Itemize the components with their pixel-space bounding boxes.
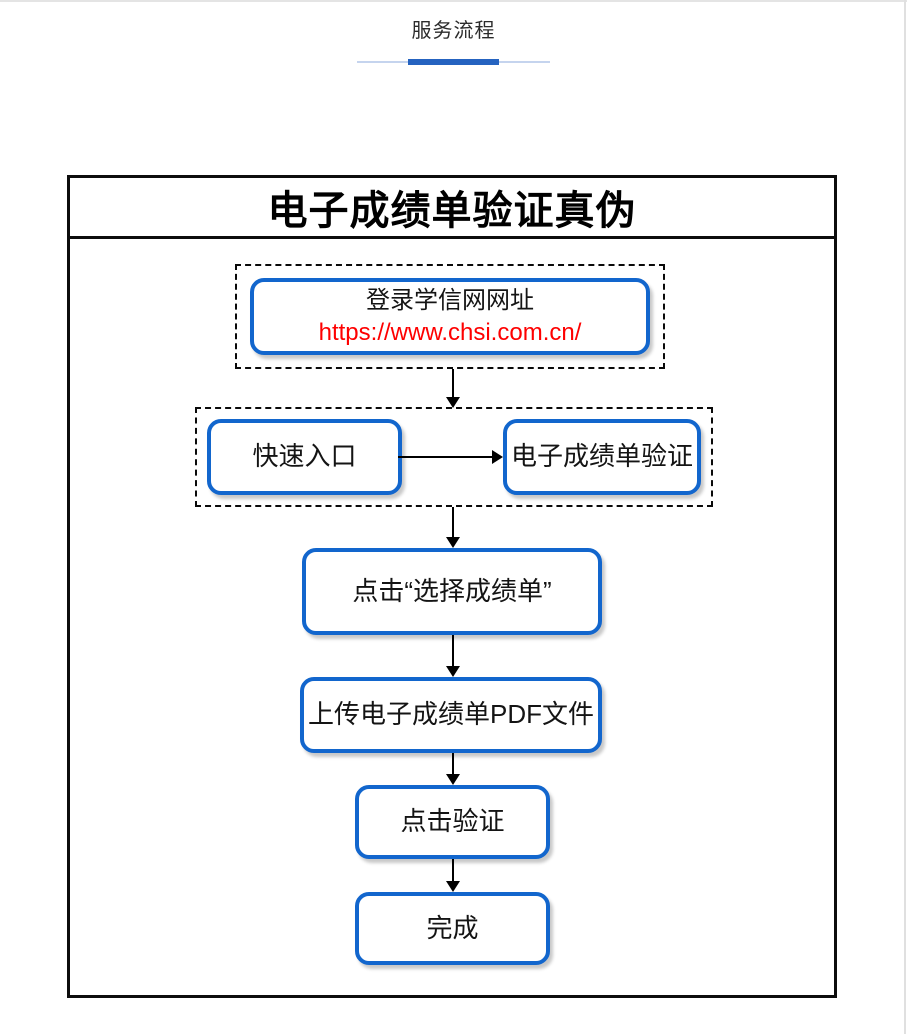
flow-node-login: 登录学信网网址 https://www.chsi.com.cn/ — [250, 278, 650, 355]
arrow-right-entry — [398, 450, 503, 464]
section-title: 服务流程 — [411, 20, 496, 42]
flow-node-select-transcript: 点击“选择成绩单” — [302, 548, 602, 635]
page-right-divider — [904, 0, 906, 1034]
underline-accent-bar — [408, 59, 499, 65]
flowchart-title: 电子成绩单验证真伪 — [70, 178, 834, 239]
arrow-down-2 — [446, 507, 460, 548]
page-top-divider — [0, 0, 907, 2]
transcript-verify-entry-label: 电子成绩单验证 — [510, 441, 693, 472]
arrow-down-3 — [446, 635, 460, 677]
flow-node-upload-pdf: 上传电子成绩单PDF文件 — [300, 677, 602, 753]
flow-node-transcript-verify-entry: 电子成绩单验证 — [503, 419, 701, 495]
flow-node-done: 完成 — [355, 892, 550, 965]
login-label: 登录学信网网址 — [366, 287, 534, 315]
step-group-login: 登录学信网网址 https://www.chsi.com.cn/ — [235, 264, 665, 369]
quick-entry-label: 快速入口 — [252, 441, 357, 472]
chsi-url-text: https://www.chsi.com.cn/ — [318, 318, 582, 346]
flow-node-quick-entry: 快速入口 — [207, 419, 402, 495]
flowchart-body: 登录学信网网址 https://www.chsi.com.cn/ 快速入口 电子… — [70, 239, 834, 992]
section-title-underline — [357, 58, 550, 66]
upload-pdf-label: 上传电子成绩单PDF文件 — [307, 699, 594, 730]
flow-node-click-verify: 点击验证 — [355, 785, 550, 859]
step-group-entry: 快速入口 电子成绩单验证 — [195, 407, 713, 507]
select-transcript-label: 点击“选择成绩单” — [352, 575, 552, 606]
flowchart-frame: 电子成绩单验证真伪 登录学信网网址 https://www.chsi.com.c… — [67, 175, 837, 998]
done-label: 完成 — [426, 912, 479, 943]
arrow-down-5 — [446, 859, 460, 892]
arrow-down-4 — [446, 753, 460, 785]
click-verify-label: 点击验证 — [400, 806, 505, 837]
arrow-down-1 — [446, 369, 460, 408]
